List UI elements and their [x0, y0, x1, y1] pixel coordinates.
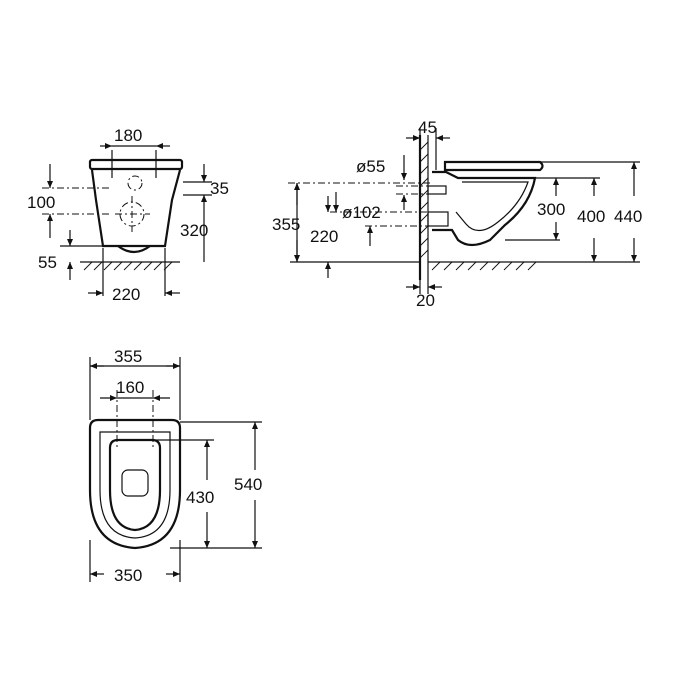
- dim-300: 300: [537, 200, 565, 219]
- top-view: 355 160 430 540 350: [88, 347, 262, 585]
- dim-45: 45: [418, 118, 437, 137]
- front-floor: [80, 261, 180, 271]
- front-bowl: [90, 169, 182, 248]
- dim-440: 440: [614, 207, 642, 226]
- dim-35: 35: [210, 179, 229, 198]
- dim-220-side: 220: [310, 227, 338, 246]
- dim-dia-102: ø102: [342, 203, 381, 222]
- dim-430: 430: [186, 488, 214, 507]
- dim-180: 180: [114, 126, 142, 145]
- side-view: 45 ø55 ø102 355 220 300 400: [272, 118, 642, 310]
- dim-55: 55: [38, 253, 57, 272]
- dim-220-front: 220: [112, 285, 140, 304]
- dim-400: 400: [577, 207, 605, 226]
- dim-355: 355: [272, 215, 300, 234]
- front-view: 180 100 35 320 55 220: [27, 126, 229, 304]
- front-outlet: [117, 245, 151, 254]
- dim-540: 540: [234, 475, 262, 494]
- dim-350: 350: [114, 566, 142, 585]
- front-seat: [88, 158, 184, 171]
- side-wall: [418, 135, 429, 280]
- dim-dia-55: ø55: [356, 157, 385, 176]
- dim-355-top: 355: [114, 347, 142, 366]
- dim-320: 320: [180, 221, 208, 240]
- side-bowl: [432, 170, 537, 247]
- top-opening: [108, 438, 162, 532]
- top-outline: [88, 418, 182, 550]
- side-seat: [443, 160, 544, 172]
- dim-20: 20: [416, 291, 435, 310]
- dim-160: 160: [116, 378, 144, 397]
- dim-100: 100: [27, 193, 55, 212]
